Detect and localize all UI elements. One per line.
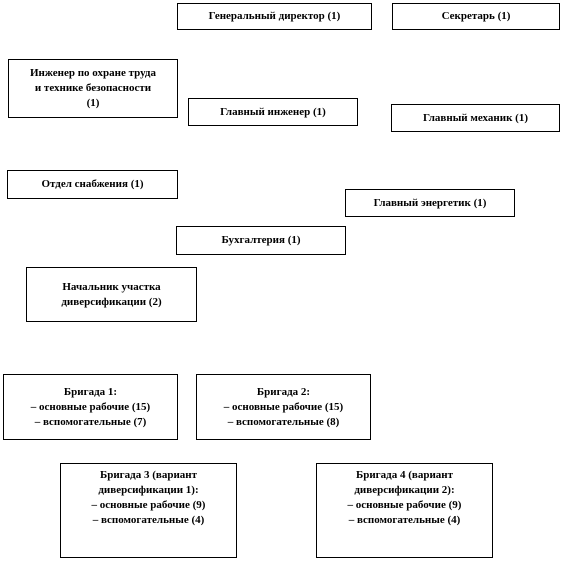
chief-mechanic-label: Главный механик (1) xyxy=(423,111,528,124)
brigade-1-main-workers: – основные рабочие (15) xyxy=(30,400,151,413)
brigade-3-support-workers: – вспомогательные (4) xyxy=(92,514,205,526)
general-director-label: Генеральный директор (1) xyxy=(208,10,341,22)
secretary-label: Секретарь (1) xyxy=(441,10,511,22)
brigade-4-support-workers: – вспомогательные (4) xyxy=(348,514,461,526)
supply-department-box: Отдел снабжения (1) xyxy=(7,170,178,199)
brigade-2-main-workers: – основные рабочие (15) xyxy=(223,400,344,413)
safety-engineer-label-line-3: (1) xyxy=(86,97,100,109)
diversification-head-label-line-1: Начальник участка xyxy=(62,280,161,293)
brigade-1-support-workers: – вспомогательные (7) xyxy=(34,415,147,428)
safety-engineer-box: Инженер по охране труда и технике безопа… xyxy=(8,59,178,118)
accounting-label: Бухгалтерия (1) xyxy=(221,234,301,246)
safety-engineer-label-line-1: Инженер по охране труда xyxy=(30,67,156,79)
brigade-4-title-line-2: диверсификации 2): xyxy=(354,484,455,496)
brigade-2-box: Бригада 2: – основные рабочие (15) – всп… xyxy=(196,374,371,440)
brigade-4-title-line-1: Бригада 4 (вариант xyxy=(355,469,454,481)
brigade-3-title-line-2: диверсификации 1): xyxy=(98,484,199,496)
chief-engineer-box: Главный инженер (1) xyxy=(188,98,358,126)
diversification-head-box: Начальник участка диверсификации (2) xyxy=(26,267,197,322)
brigade-3-box: Бригада 3 (вариант диверсификации 1): – … xyxy=(60,463,237,558)
brigade-1-box: Бригада 1: – основные рабочие (15) – всп… xyxy=(3,374,178,440)
diversification-head-label-line-2: диверсификации (2) xyxy=(61,295,162,308)
brigade-2-support-workers: – вспомогательные (8) xyxy=(227,415,340,428)
chief-engineer-label: Главный инженер (1) xyxy=(220,105,326,118)
general-director-box: Генеральный директор (1) xyxy=(177,3,372,30)
brigade-3-title-line-1: Бригада 3 (вариант xyxy=(99,469,198,481)
safety-engineer-label-line-2: и технике безопасности xyxy=(34,82,152,94)
chief-power-engineer-label: Главный энергетик (1) xyxy=(373,196,487,209)
supply-department-label: Отдел снабжения (1) xyxy=(41,178,144,190)
brigade-4-box: Бригада 4 (вариант диверсификации 2): – … xyxy=(316,463,493,558)
secretary-box: Секретарь (1) xyxy=(392,3,560,30)
brigade-1-title: Бригада 1: xyxy=(63,385,118,398)
brigade-2-title: Бригада 2: xyxy=(256,385,311,398)
accounting-box: Бухгалтерия (1) xyxy=(176,226,346,255)
brigade-3-main-workers: – основные рабочие (9) xyxy=(91,499,206,511)
chief-power-engineer-box: Главный энергетик (1) xyxy=(345,189,515,217)
brigade-4-main-workers: – основные рабочие (9) xyxy=(347,499,462,511)
chief-mechanic-box: Главный механик (1) xyxy=(391,104,560,132)
